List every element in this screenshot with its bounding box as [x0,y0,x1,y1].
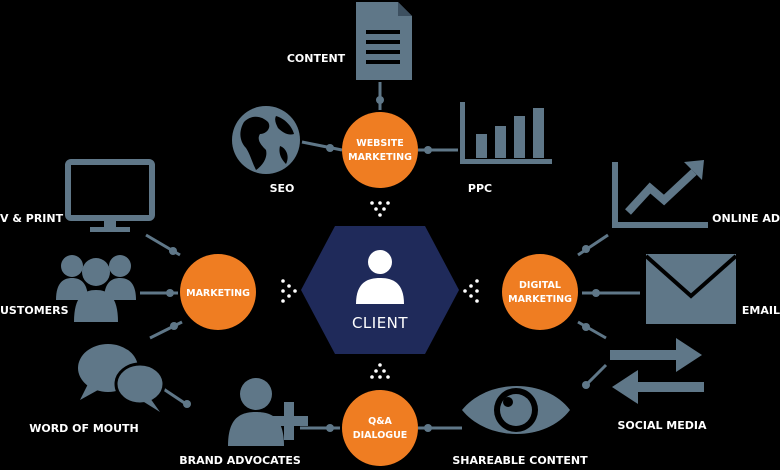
trend-chart-icon [612,160,708,228]
label-email: EMAIL [742,304,780,317]
bar-chart-icon [460,102,552,164]
connector-dots [166,96,600,432]
connector-social-media [577,320,607,340]
add-user-icon [228,378,308,446]
envelope-icon [644,254,738,324]
client-node: CLIENT [301,226,459,354]
hub-digital-marketing-line2: MARKETING [508,294,572,305]
label-tv-print: V & PRINT [0,212,64,225]
label-word-of-mouth: WORD OF MOUTH [29,422,139,435]
client-label: CLIENT [352,314,408,332]
connector-online-ad [577,233,609,257]
hub-website-marketing-line1: WEBSITE [356,138,404,149]
hub-website-marketing: WEBSITE MARKETING [342,112,418,188]
document-icon [356,2,412,80]
label-brand-advocates: BRAND ADVOCATES [179,454,301,467]
hub-qa-dialogue: Q&A DIALOGUE [342,390,418,466]
hub-website-marketing-line2: MARKETING [348,152,412,163]
label-customers: USTOMERS [0,304,69,317]
user-icon [356,250,404,304]
hub-qa-dialogue-line1: Q&A [368,416,392,427]
pointer-dots [281,201,479,379]
globe-icon [232,106,300,174]
label-ppc: PPC [468,182,492,195]
hub-digital-marketing: DIGITAL MARKETING [502,254,578,330]
connector-seo [301,140,343,152]
hub-digital-marketing-line1: DIGITAL [519,280,561,291]
people-group-icon [56,255,136,322]
label-online-ad: ONLINE AD [712,212,780,225]
label-social-media: SOCIAL MEDIA [618,419,707,432]
monitor-icon [65,159,155,232]
exchange-arrows-icon [610,338,704,404]
speech-bubbles-icon [78,344,166,412]
connector-social-media-lower [584,363,608,387]
label-shareable-content: SHAREABLE CONTENT [452,454,588,467]
hub-marketing-line1: MARKETING [186,288,250,299]
label-seo: SEO [270,182,295,195]
eye-icon [462,386,570,434]
hub-qa-dialogue-line2: DIALOGUE [353,430,408,441]
label-content: CONTENT [287,52,346,65]
hub-marketing: MARKETING [180,254,256,330]
